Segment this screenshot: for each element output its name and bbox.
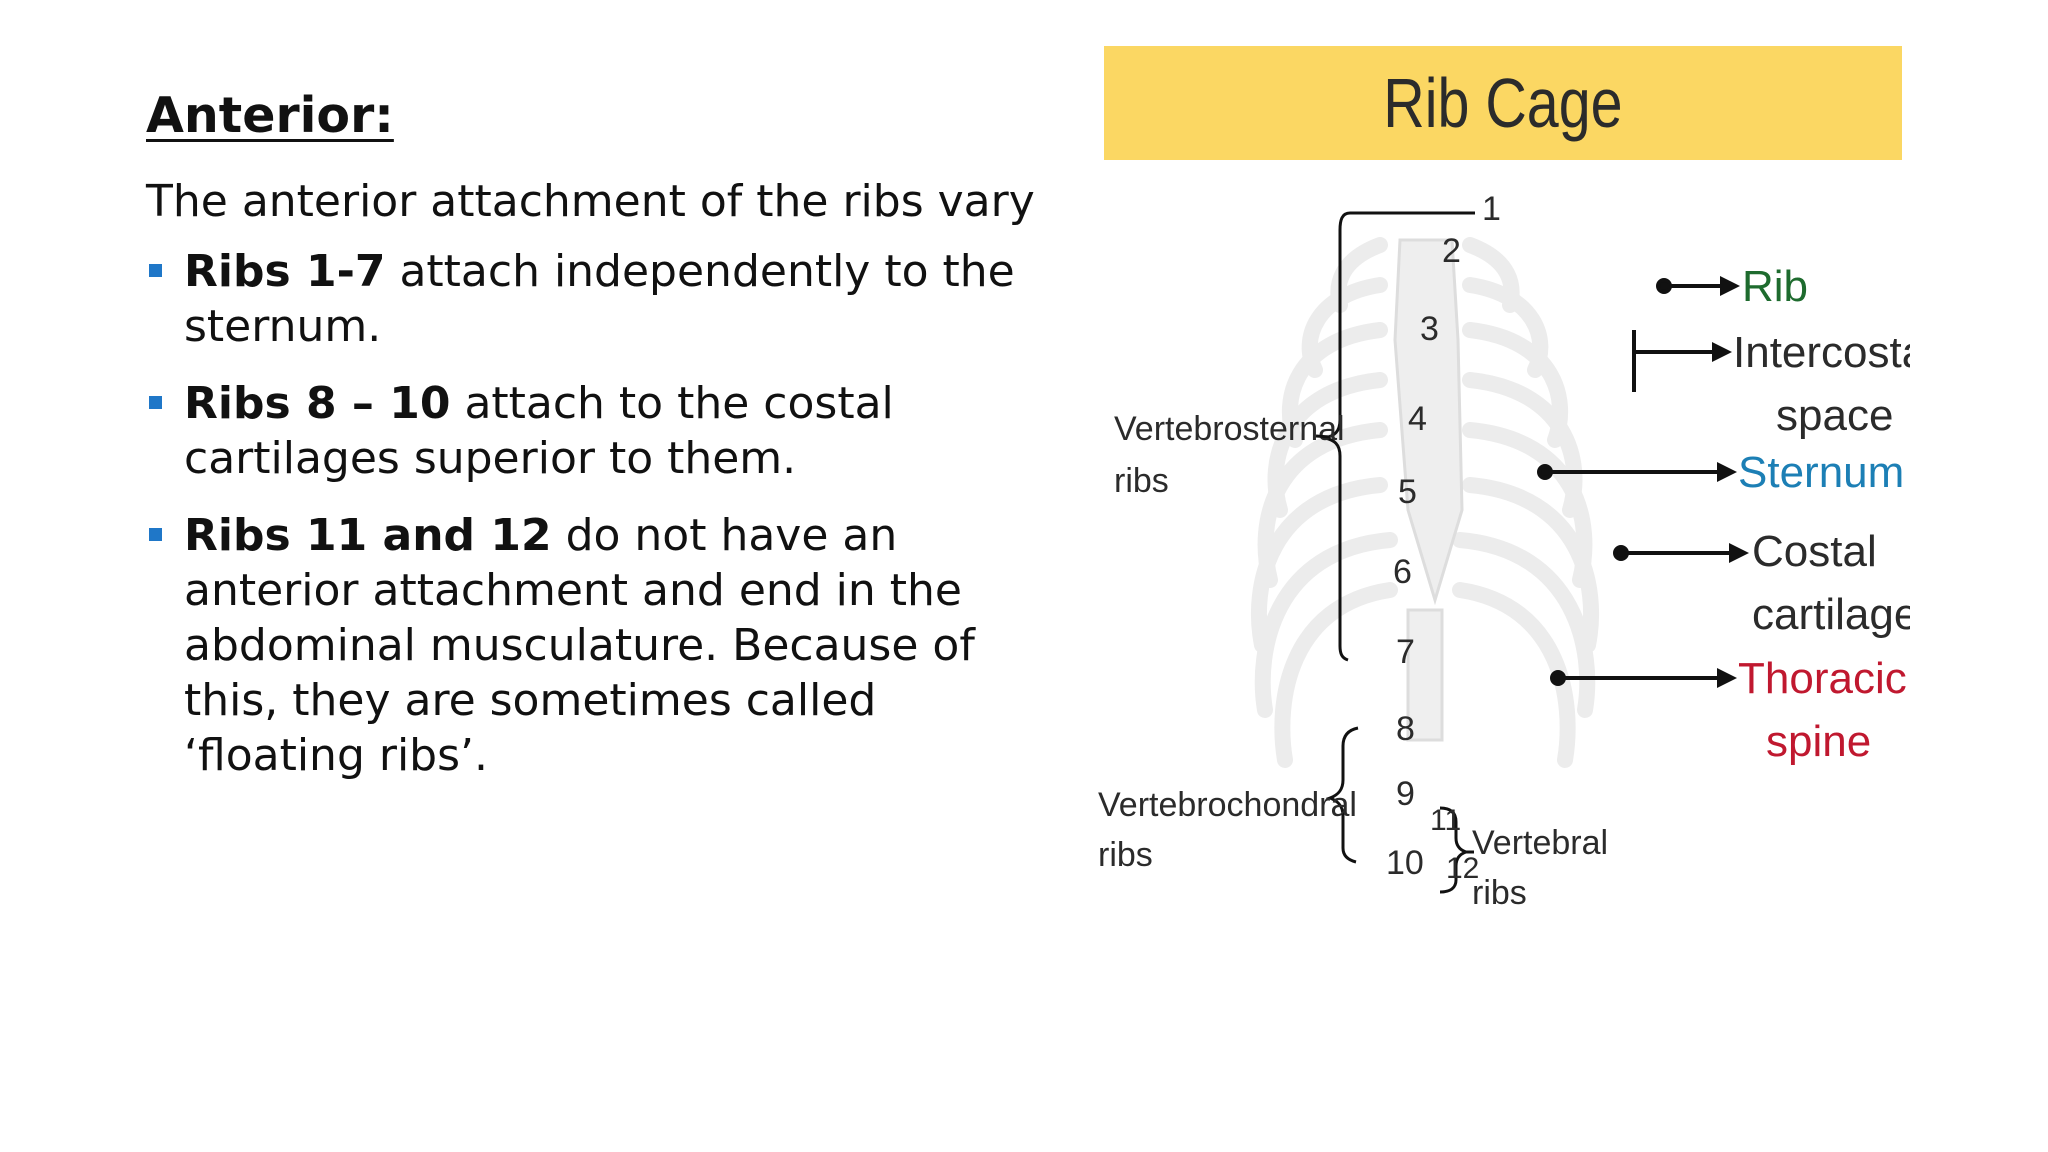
rib-left	[1254, 532, 1398, 718]
rib-right	[1462, 477, 1600, 653]
rib-number: 3	[1420, 310, 1439, 348]
rib-right	[1452, 582, 1576, 768]
rib-callout: Rib	[1742, 262, 1808, 311]
bullet-list: Ribs 1-7 attach independently to the ste…	[146, 244, 1066, 783]
rib-number: 6	[1393, 553, 1412, 591]
vertebral-label: ribs	[1472, 874, 1527, 912]
rib-left	[1250, 477, 1388, 653]
intro-text: The anterior attachment of the ribs vary	[146, 176, 1035, 227]
figure-title: Rib Cage	[1383, 64, 1623, 142]
bullet-bold: Ribs 11 and 12	[184, 510, 552, 561]
vertebrosternal-label: Vertebrosternal	[1114, 410, 1345, 448]
rib-number: 4	[1408, 400, 1427, 438]
connector-line	[1315, 434, 1331, 439]
costal-callout: cartilage	[1752, 590, 1910, 639]
vertebrosternal-label: ribs	[1114, 462, 1169, 500]
group-labels: Vertebrosternal ribs Vertebrochondral ri…	[1098, 410, 1608, 912]
rib-cage-diagram: 1 2 3 4 5 6 7 8 9 10 11 12 Vertebrostern…	[1098, 190, 1910, 912]
rib-number: 7	[1396, 633, 1415, 671]
intercostal-callout: Intercostal	[1733, 328, 1910, 377]
vertebrochondral-label: Vertebrochondral	[1098, 786, 1357, 824]
slide-text-panel: Anterior: The anterior attachment of the…	[146, 82, 1066, 805]
rib-right	[1452, 532, 1596, 718]
rib-number: 2	[1442, 232, 1461, 270]
bullet-text: attach independently to the sternum.	[184, 246, 1015, 352]
rib-number: 1	[1482, 190, 1501, 228]
vertebrochondral-bracket	[1325, 726, 1359, 864]
rib-left	[1274, 582, 1398, 768]
callout-arrows	[1537, 276, 1749, 688]
bullet-bold: Ribs 8 – 10	[184, 378, 451, 429]
bullet-ribs-8-10: Ribs 8 – 10 attach to the costal cartila…	[146, 376, 1066, 486]
square-bullet-icon	[149, 528, 162, 541]
sternum-callout: Sternum	[1738, 448, 1904, 497]
rib-number: 5	[1398, 473, 1417, 511]
square-bullet-icon	[149, 396, 162, 409]
sternum-bone	[1393, 238, 1464, 606]
rib-number: 9	[1396, 775, 1415, 813]
bullet-text: do not have an anterior attachment and e…	[184, 510, 975, 781]
bullet-text: attach to the costal cartilages superior…	[184, 378, 894, 484]
rib-number: 12	[1446, 852, 1479, 885]
rib-numbers: 1 2 3 4 5 6 7 8 9 10 11 12	[1386, 190, 1501, 885]
bullet-bold: Ribs 1-7	[184, 246, 386, 297]
thoracic-spine-bone	[1406, 608, 1444, 742]
vertebrochondral-label: ribs	[1098, 836, 1153, 874]
costal-callout: Costal	[1752, 527, 1877, 576]
bullet-ribs-11-12: Ribs 11 and 12 do not have an anterior a…	[146, 508, 1066, 783]
figure-title-banner: Rib Cage	[1104, 46, 1902, 160]
callout-labels: Rib Intercostal space Sternum Costal car…	[1733, 262, 1910, 766]
rib-number: 10	[1386, 844, 1424, 882]
intercostal-callout: space	[1776, 391, 1893, 440]
bullet-ribs-1-7: Ribs 1-7 attach independently to the ste…	[146, 244, 1066, 354]
thoracic-callout: spine	[1766, 717, 1871, 766]
rib-number: 8	[1396, 710, 1415, 748]
rib-cage-figure: Rib Cage	[1090, 40, 1910, 920]
slide-heading: Anterior:	[146, 87, 394, 144]
thoracic-callout: Thoracic	[1738, 654, 1907, 703]
vertebral-label: Vertebral	[1472, 824, 1608, 862]
rib-cage-illustration	[1250, 237, 1600, 768]
square-bullet-icon	[149, 264, 162, 277]
rib-number: 11	[1430, 804, 1461, 837]
